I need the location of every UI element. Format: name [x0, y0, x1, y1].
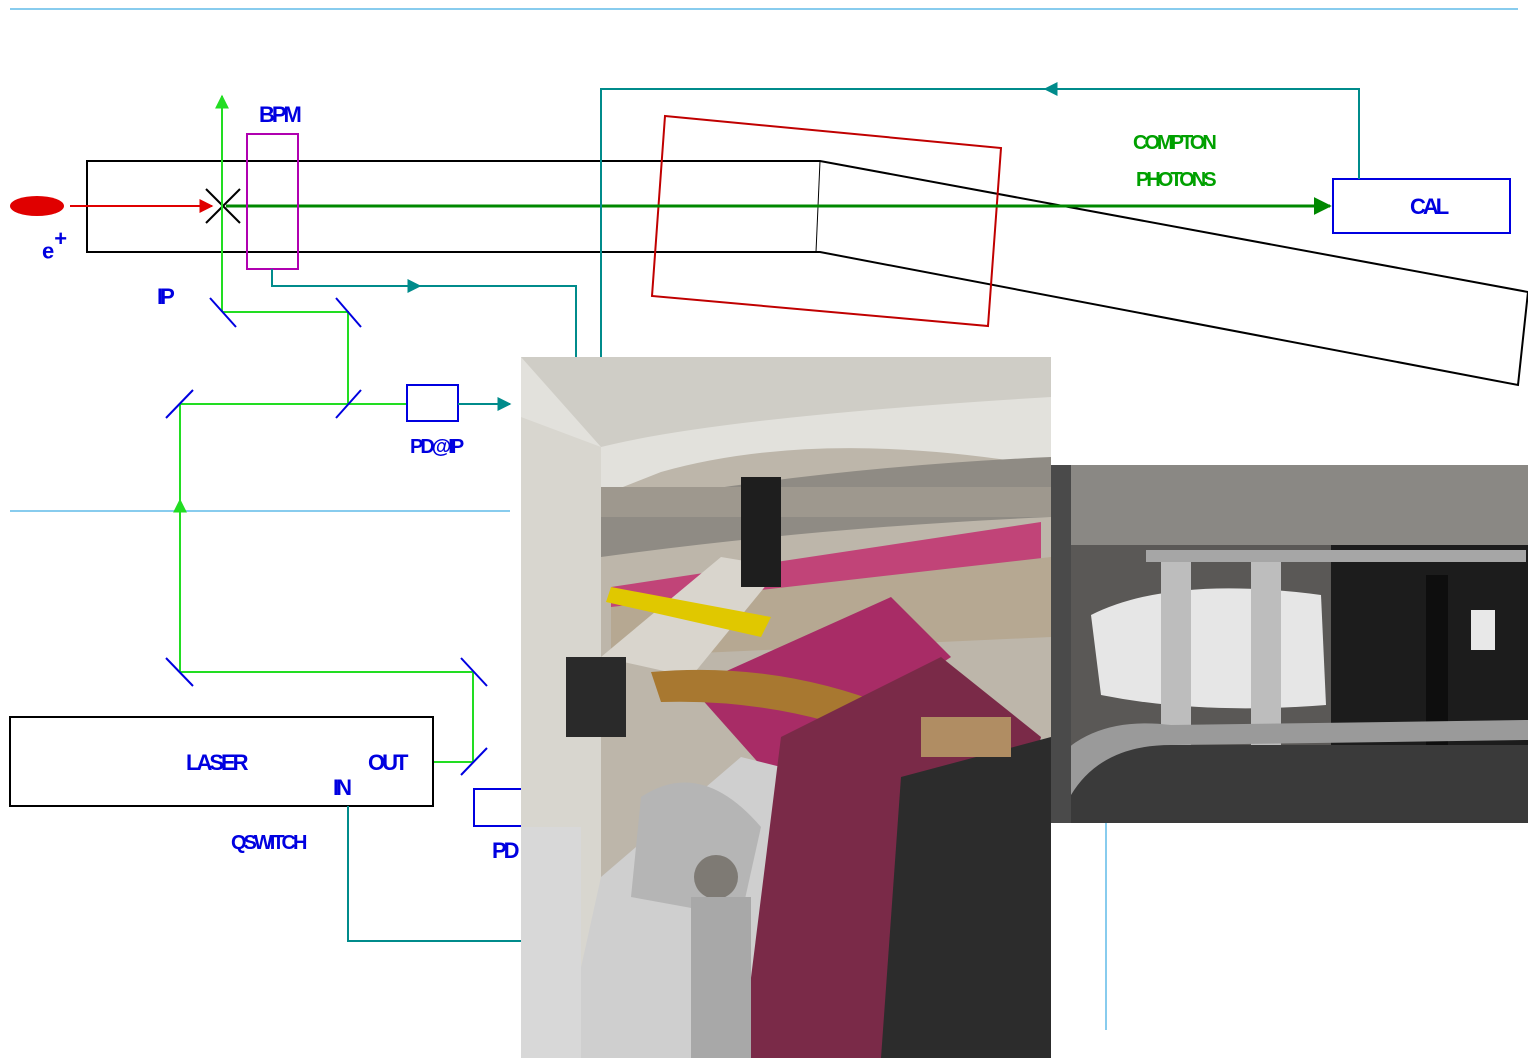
bpm-box	[247, 134, 298, 269]
calorimeter-label: CAL	[1410, 196, 1446, 218]
photodiode-lower-label: PD	[492, 840, 517, 862]
positron-bunch	[10, 196, 64, 216]
compton-photons-label-line2: PHOTONS	[1136, 170, 1214, 190]
laser-in-label: IN	[333, 777, 349, 799]
compton-photons-label-line1: COMPTON	[1133, 133, 1214, 153]
photodiode-ip-label: PD@IP	[410, 437, 461, 457]
dipole-magnet-box	[652, 116, 1001, 326]
beam-pipe	[87, 161, 1528, 385]
laser-out-label: OUT	[368, 752, 405, 774]
laser-label: LASER	[186, 752, 246, 774]
detector-housing-photo	[1051, 465, 1528, 823]
bpm-signal-cable	[272, 269, 420, 286]
qswitch-label: QSWITCH	[231, 833, 304, 853]
calorimeter-signal-cable	[601, 89, 1359, 357]
positron-charge-sign: +	[54, 226, 67, 251]
ip-label: IP	[157, 286, 172, 308]
laser-beam-path-upper	[180, 312, 348, 404]
accelerator-tunnel-photo	[521, 357, 1051, 1058]
photodiode-ip-box	[407, 385, 458, 421]
photodiode-lower-box	[474, 789, 521, 826]
bpm-label: BPM	[259, 104, 299, 126]
positron-label: e+	[42, 232, 67, 262]
bpm-signal-cable-down	[420, 286, 576, 357]
